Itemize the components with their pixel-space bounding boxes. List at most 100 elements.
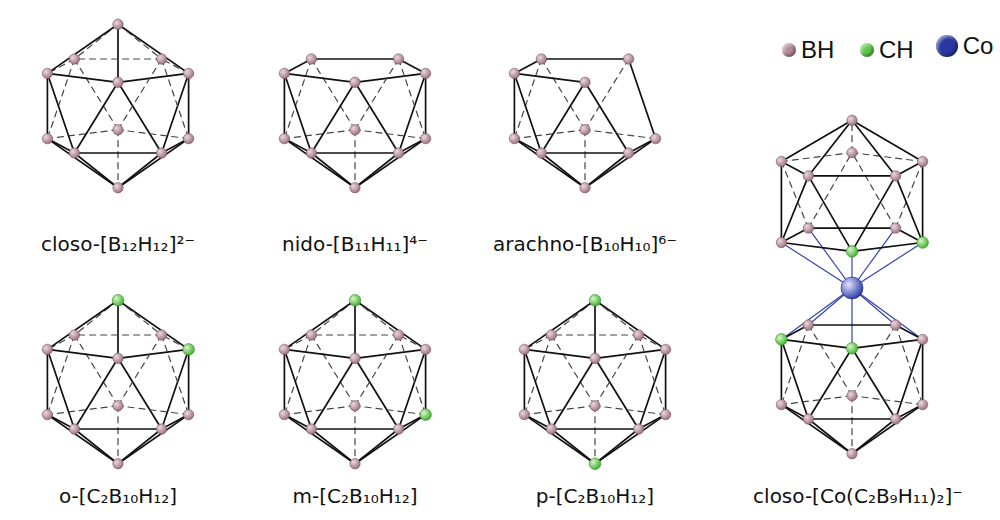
bh-vertex <box>42 68 52 78</box>
bh-vertex <box>580 125 590 135</box>
bh-vertex <box>306 54 316 64</box>
bh-vertex <box>156 148 166 158</box>
cobalt-atom <box>841 277 863 299</box>
hidden-cage-edge <box>355 335 399 406</box>
cage-edge <box>311 429 355 464</box>
bh-vertex <box>847 147 857 157</box>
cage-edge <box>355 349 426 358</box>
cage-edge <box>74 153 118 188</box>
cage-edge <box>541 152 628 154</box>
bh-vertex <box>633 330 643 340</box>
ch-vertex <box>183 344 195 356</box>
bh-vertex <box>509 68 519 78</box>
bh-vertex <box>420 344 430 354</box>
formula-caption: o-[C₂B₁₀H₁₂] <box>59 484 177 508</box>
hidden-cage-edge <box>118 130 189 139</box>
hidden-cage-edge <box>852 396 923 405</box>
cage-edge <box>595 300 666 349</box>
cage-edge <box>781 120 852 161</box>
cage-edge <box>47 415 118 464</box>
cage-edge <box>781 405 852 454</box>
bh-vertex <box>776 237 786 247</box>
cage-edge <box>922 339 924 404</box>
cage-edge <box>629 59 656 139</box>
ch-vertex <box>846 246 858 258</box>
ch-vertex <box>112 295 124 307</box>
bh-vertex <box>847 391 857 401</box>
cage-edge <box>355 415 426 464</box>
bh-vertex <box>183 409 193 419</box>
bh-vertex <box>69 54 79 64</box>
cage-edge <box>47 24 118 73</box>
cage-edge <box>551 428 638 430</box>
bh-vertex <box>803 414 813 424</box>
hidden-cage-edge <box>595 406 666 415</box>
cage-edge <box>595 358 639 429</box>
legend-item: CH <box>860 36 914 64</box>
cage-edge <box>808 324 895 326</box>
bh-vertex <box>156 330 166 340</box>
bh-vertex <box>393 54 403 64</box>
cage-edge <box>852 120 923 161</box>
hidden-cage-edge <box>354 130 355 188</box>
hidden-cage-edge <box>355 300 399 335</box>
bh-vertex <box>306 148 316 158</box>
bh-vertex <box>113 353 123 363</box>
ch-vertex <box>589 295 601 307</box>
cage-edge <box>74 152 161 154</box>
bh-vertex <box>350 459 360 469</box>
cage-edge <box>896 176 923 243</box>
bh-vertex <box>42 133 52 143</box>
bh-vertex <box>890 320 900 330</box>
hidden-cage-edge <box>781 162 808 229</box>
cage-edge <box>852 176 896 252</box>
cobalt-bond <box>781 243 852 289</box>
cage-edge <box>311 58 398 60</box>
cage-edge <box>47 139 118 188</box>
cage-edge <box>311 428 398 430</box>
cobalt-bond <box>852 243 923 289</box>
bh-vertex <box>350 125 360 135</box>
bh-vertex <box>306 424 316 434</box>
cage-edge <box>541 82 585 153</box>
bh-vertex <box>42 344 52 354</box>
legend-item: Co <box>936 32 994 60</box>
cage-edge <box>808 419 852 454</box>
hidden-cage-edge <box>118 335 162 406</box>
cage-edge <box>355 300 426 349</box>
bh-vertex <box>279 68 289 78</box>
cage-edge <box>311 358 355 429</box>
bh-vertex <box>69 424 79 434</box>
cage-edge <box>551 358 595 429</box>
bh-vertex <box>803 223 813 233</box>
cage-edge <box>595 349 666 358</box>
cage-edge <box>355 139 426 188</box>
cage-edge <box>808 120 852 176</box>
cage-edge <box>541 153 585 188</box>
bh-vertex <box>890 223 900 233</box>
legend-swatch <box>860 43 874 57</box>
cage-edge <box>118 349 189 358</box>
bh-vertex <box>69 148 79 158</box>
cage-edge <box>852 120 896 176</box>
cage-edge <box>117 300 119 358</box>
bh-vertex <box>650 133 660 143</box>
cage-edge <box>354 300 356 358</box>
ch-vertex <box>589 458 601 470</box>
cage-edge <box>47 73 118 82</box>
ch-vertex <box>776 334 788 346</box>
hidden-cage-edge <box>284 130 355 139</box>
bh-vertex <box>350 77 360 87</box>
hidden-cage-edge <box>355 130 426 139</box>
legend-label: Co <box>963 32 994 60</box>
ch-vertex <box>420 409 432 421</box>
hidden-cage-edge <box>808 153 852 229</box>
hidden-cage-edge <box>595 335 639 406</box>
legend-swatch <box>936 35 958 57</box>
cage-edge <box>284 415 355 464</box>
bh-vertex <box>183 68 193 78</box>
bh-vertex <box>113 125 123 135</box>
cage-edge <box>355 82 399 153</box>
legend-label: BH <box>801 36 834 64</box>
